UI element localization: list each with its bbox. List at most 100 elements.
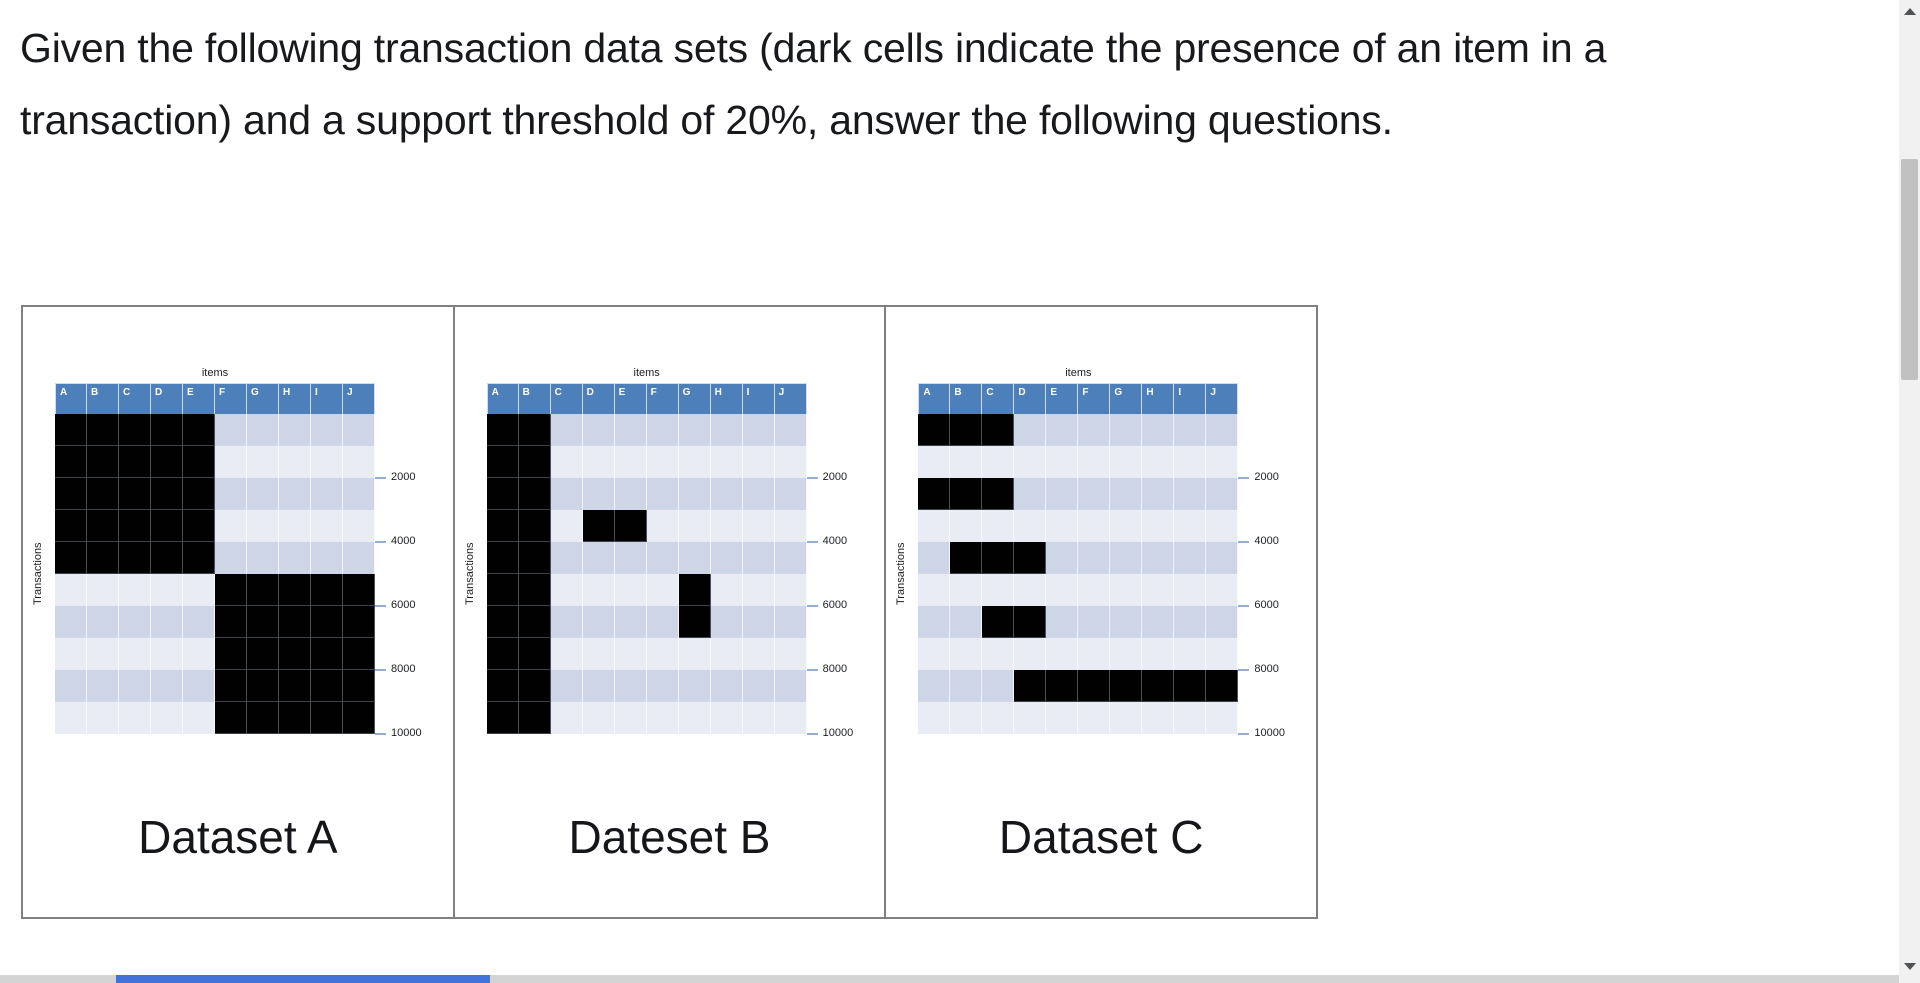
- tick-mark: [1238, 477, 1250, 479]
- item-header-cell: I: [1174, 383, 1207, 414]
- item-present-cell: [343, 606, 375, 638]
- item-present-cell: [1014, 542, 1047, 574]
- item-absent-cell: [710, 446, 743, 478]
- item-absent-cell: [151, 670, 183, 702]
- horizontal-scrollbar-track[interactable]: [0, 975, 1899, 983]
- transaction-row: [918, 606, 1239, 638]
- transaction-row: [486, 510, 807, 542]
- dataset-b-caption: Dateset B: [568, 811, 771, 863]
- transaction-row: [55, 606, 375, 638]
- item-present-cell: [247, 606, 279, 638]
- tick-mark: [375, 605, 386, 607]
- item-absent-cell: [1110, 510, 1143, 542]
- item-present-cell: [950, 478, 983, 510]
- item-present-cell: [119, 446, 151, 478]
- item-present-cell: [55, 478, 87, 510]
- horizontal-scrollbar-thumb[interactable]: [116, 975, 490, 983]
- item-absent-cell: [87, 670, 119, 702]
- item-absent-cell: [1078, 638, 1111, 670]
- item-absent-cell: [950, 702, 983, 734]
- item-present-cell: [1206, 670, 1239, 702]
- question-line-2: transaction) and a support threshold of …: [20, 97, 1393, 143]
- item-present-cell: [311, 638, 343, 670]
- item-absent-cell: [119, 670, 151, 702]
- transaction-row: [918, 638, 1239, 670]
- item-absent-cell: [582, 670, 615, 702]
- transaction-row: [918, 542, 1239, 574]
- item-absent-cell: [1142, 542, 1175, 574]
- transaction-row: [486, 478, 807, 510]
- item-present-cell: [151, 478, 183, 510]
- item-header-cell: E: [183, 383, 215, 414]
- vertical-scrollbar-track[interactable]: [1899, 0, 1920, 983]
- item-absent-cell: [678, 478, 711, 510]
- item-absent-cell: [1014, 638, 1047, 670]
- transaction-row: [918, 446, 1239, 478]
- item-absent-cell: [550, 606, 583, 638]
- item-present-cell: [518, 606, 551, 638]
- transaction-grid: [55, 414, 375, 734]
- tick-label: 6000: [391, 599, 416, 611]
- item-absent-cell: [550, 414, 583, 446]
- item-absent-cell: [950, 670, 983, 702]
- item-absent-cell: [215, 446, 247, 478]
- scroll-up-arrow-icon[interactable]: [1904, 8, 1916, 15]
- item-present-cell: [486, 542, 519, 574]
- item-absent-cell: [215, 414, 247, 446]
- items-axis-label: items: [1065, 367, 1092, 379]
- item-absent-cell: [343, 510, 375, 542]
- vertical-scrollbar-thumb[interactable]: [1901, 159, 1918, 380]
- tick-label: 2000: [822, 471, 848, 483]
- item-absent-cell: [550, 446, 583, 478]
- transaction-row: [486, 414, 807, 446]
- item-absent-cell: [343, 414, 375, 446]
- item-header-cell: B: [87, 383, 119, 414]
- item-present-cell: [678, 574, 711, 606]
- item-absent-cell: [982, 574, 1015, 606]
- item-absent-cell: [1110, 638, 1143, 670]
- tick-mark: [375, 669, 386, 671]
- item-absent-cell: [950, 574, 983, 606]
- item-present-cell: [486, 702, 519, 734]
- item-absent-cell: [1206, 702, 1239, 734]
- item-absent-cell: [742, 606, 775, 638]
- item-absent-cell: [1078, 414, 1111, 446]
- item-absent-cell: [774, 510, 807, 542]
- item-absent-cell: [1110, 574, 1143, 606]
- item-absent-cell: [1174, 574, 1207, 606]
- item-header-cell: H: [1142, 383, 1175, 414]
- item-absent-cell: [678, 446, 711, 478]
- item-absent-cell: [311, 414, 343, 446]
- item-absent-cell: [646, 478, 679, 510]
- item-present-cell: [87, 510, 119, 542]
- item-header-cell: A: [486, 383, 519, 414]
- item-absent-cell: [1206, 606, 1239, 638]
- item-absent-cell: [678, 510, 711, 542]
- transactions-axis-label: Transactions: [895, 542, 908, 606]
- item-absent-cell: [582, 478, 615, 510]
- item-absent-cell: [1078, 478, 1111, 510]
- item-present-cell: [918, 414, 951, 446]
- item-absent-cell: [550, 478, 583, 510]
- item-absent-cell: [550, 670, 583, 702]
- item-absent-cell: [774, 478, 807, 510]
- item-absent-cell: [774, 702, 807, 734]
- item-absent-cell: [646, 510, 679, 542]
- item-header-cell: G: [678, 383, 711, 414]
- item-absent-cell: [183, 574, 215, 606]
- item-header-cell: G: [247, 383, 279, 414]
- item-absent-cell: [119, 574, 151, 606]
- item-present-cell: [215, 574, 247, 606]
- item-absent-cell: [950, 638, 983, 670]
- scroll-down-arrow-icon[interactable]: [1904, 963, 1916, 970]
- item-header-cell: J: [343, 383, 375, 414]
- item-absent-cell: [247, 478, 279, 510]
- transaction-row: [55, 414, 375, 446]
- item-absent-cell: [614, 606, 647, 638]
- item-present-cell: [486, 638, 519, 670]
- item-absent-cell: [1142, 638, 1175, 670]
- item-header-cell: E: [614, 383, 647, 414]
- item-present-cell: [486, 510, 519, 542]
- item-absent-cell: [582, 542, 615, 574]
